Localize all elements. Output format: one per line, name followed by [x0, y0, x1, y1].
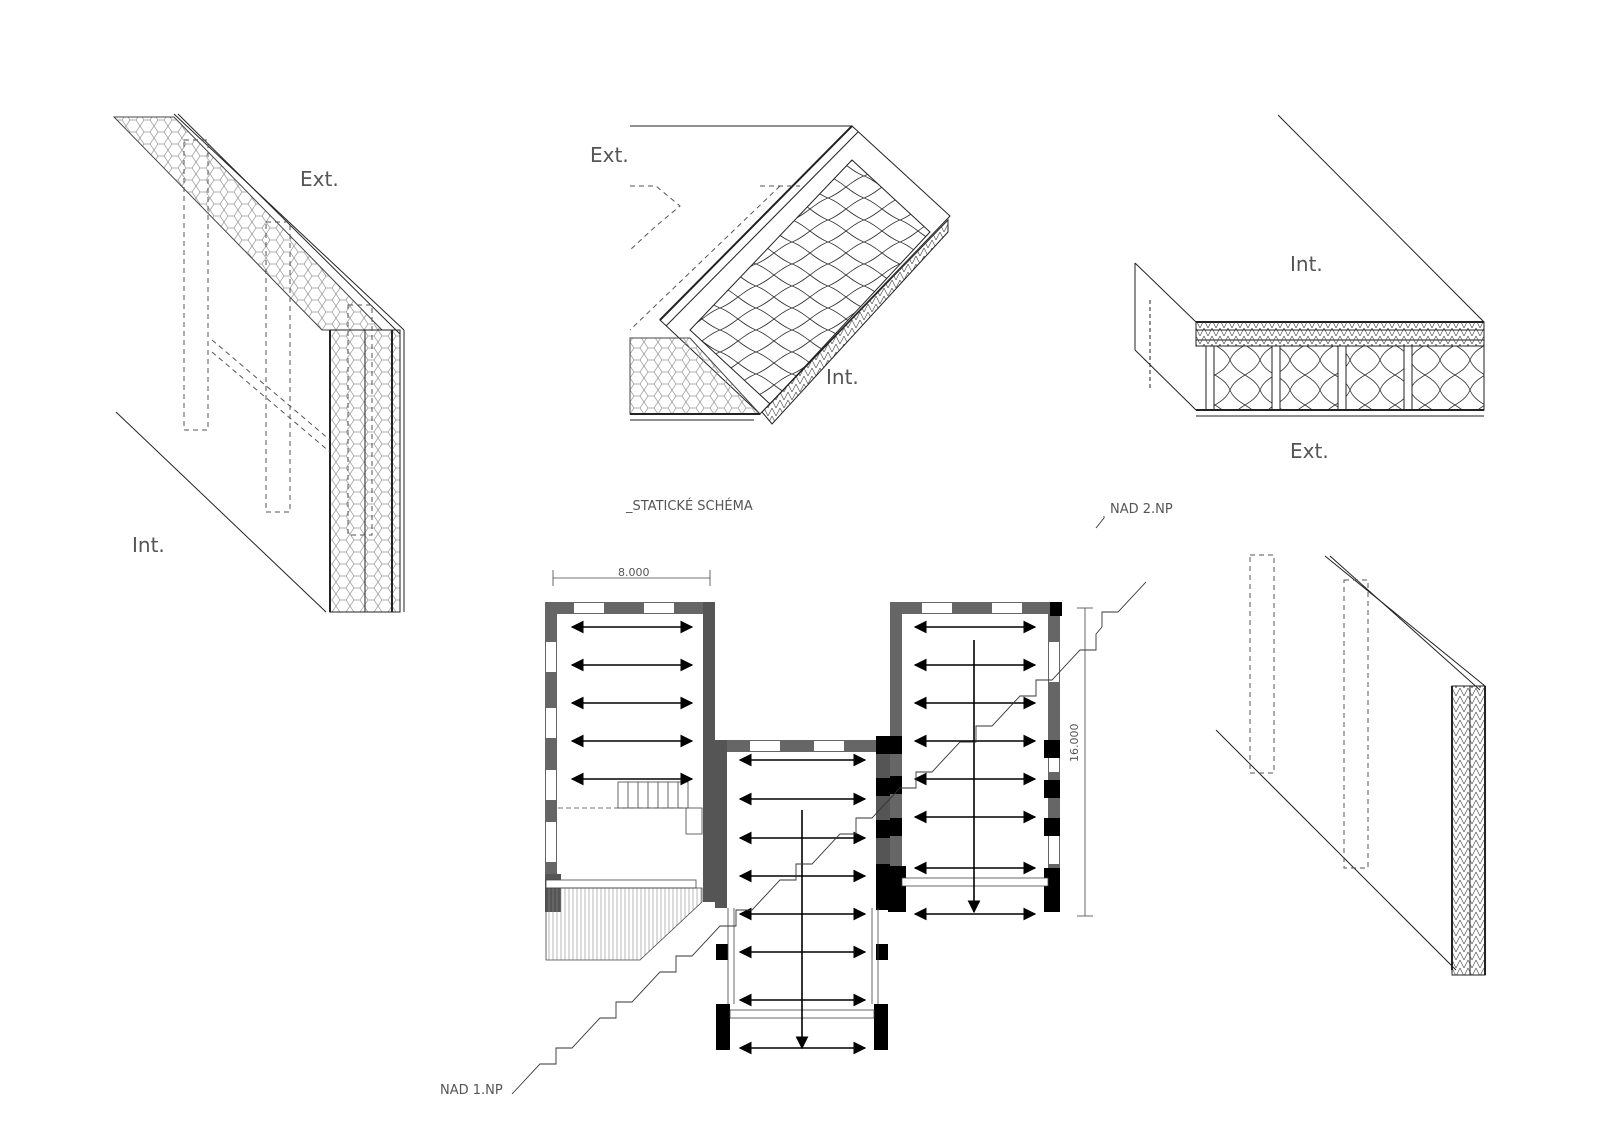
label-int: Int.	[132, 533, 165, 557]
label-ext: Ext.	[300, 167, 339, 191]
label-int: Int.	[1290, 252, 1323, 276]
level-cut-line	[511, 626, 1103, 1095]
level-label-upper: NAD 2.NP	[1110, 502, 1173, 517]
detail-wall-corner	[112, 113, 405, 613]
floor-plan	[511, 516, 1147, 1095]
detail-floor-slab	[1134, 114, 1485, 417]
dimension-width: 8.000	[618, 566, 650, 579]
dimension-height: 16.000	[1068, 723, 1081, 763]
plan-title: _STATICKÉ SCHÉMA	[626, 499, 753, 514]
detail-roof-eave	[629, 125, 951, 425]
label-ext: Ext.	[590, 143, 629, 167]
label-int: Int.	[826, 365, 859, 389]
label-ext: Ext.	[1290, 439, 1329, 463]
detail-wall-elevation	[1215, 554, 1486, 976]
level-label-lower: NAD 1.NP	[440, 1083, 503, 1098]
